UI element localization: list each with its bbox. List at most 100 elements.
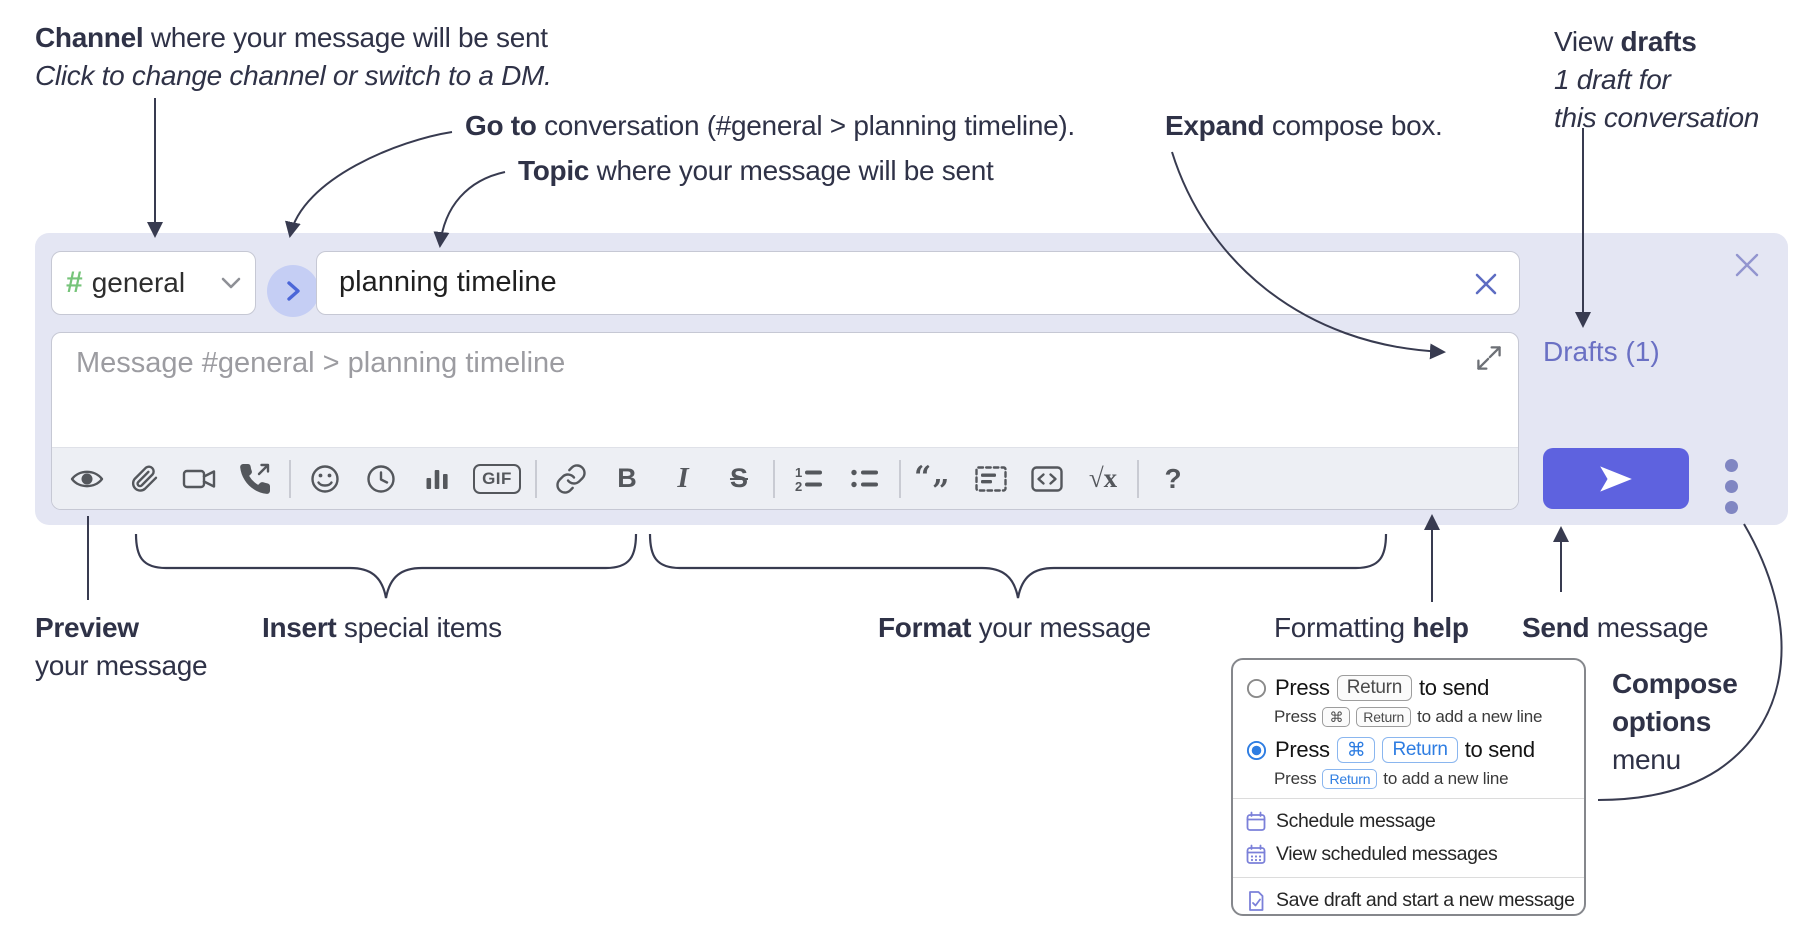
close-compose-button[interactable] <box>1732 250 1762 285</box>
annotation-formatting-help: Formatting help <box>1274 612 1469 643</box>
toolbar-divider <box>899 459 901 498</box>
toolbar-divider <box>773 459 775 498</box>
channel-selector[interactable]: # general <box>51 251 256 315</box>
kbd-return: Return <box>1356 707 1412 727</box>
ellipsis-dot <box>1725 459 1738 472</box>
annotation-drafts-line2: 1 draft for <box>1554 64 1671 95</box>
strikethrough-button[interactable]: S <box>711 463 767 494</box>
numbered-list-button[interactable]: 1 2 <box>781 461 837 497</box>
svg-text:1: 1 <box>795 465 802 480</box>
clear-topic-button[interactable] <box>1471 269 1501 304</box>
topic-input[interactable] <box>317 252 1439 312</box>
bar-chart-icon <box>426 469 448 489</box>
gif-icon: GIF <box>473 463 521 494</box>
compose-options-menu-button[interactable] <box>1725 459 1738 514</box>
channel-hash-icon: # <box>66 266 83 299</box>
close-icon <box>1475 273 1497 295</box>
menu-divider <box>1233 877 1584 878</box>
italic-button[interactable]: I <box>655 462 711 495</box>
send-shortcut-option-cmd-return-sub: Press Return to add a new line <box>1274 769 1509 789</box>
annotation-goto: Go to conversation (#general > planning … <box>465 110 1075 141</box>
eye-icon <box>70 470 104 487</box>
voice-call-button[interactable] <box>227 461 283 497</box>
clock-icon <box>367 464 395 493</box>
close-icon <box>1735 253 1759 277</box>
emoji-button[interactable] <box>297 461 353 497</box>
annotation-preview-line1: Preview <box>35 612 139 643</box>
calendar-dots-icon <box>1246 844 1266 864</box>
calendar-icon <box>1246 811 1266 831</box>
send-button[interactable] <box>1543 448 1689 509</box>
menu-divider <box>1233 798 1584 799</box>
toolbar-divider <box>289 459 291 498</box>
annotation-options-line1: Compose <box>1612 668 1738 699</box>
radio-unselected-icon <box>1246 678 1267 698</box>
svg-text:2: 2 <box>795 479 802 494</box>
kbd-return: Return <box>1336 675 1412 701</box>
video-call-button[interactable] <box>171 461 227 497</box>
spoiler-icon <box>975 465 1007 492</box>
numbered-list-icon: 1 2 <box>795 465 822 494</box>
poll-button[interactable] <box>409 461 465 497</box>
bold-button[interactable]: B <box>599 463 655 494</box>
kbd-cmd: ⌘ <box>1322 707 1351 727</box>
math-icon: √x <box>1088 463 1118 493</box>
math-button[interactable]: √x <box>1075 463 1131 494</box>
gif-button[interactable]: GIF <box>465 463 529 494</box>
message-input[interactable] <box>52 333 1456 442</box>
annotation-channel-line1: Channel where your message will be sent <box>35 22 548 53</box>
compose-box: # general <box>35 233 1788 525</box>
toolbar-divider <box>1137 459 1139 498</box>
annotation-format: Format your message <box>878 612 1151 643</box>
question-mark-icon: ? <box>1164 462 1182 494</box>
go-to-conversation-button[interactable] <box>267 265 319 317</box>
drafts-link[interactable]: Drafts (1) <box>1543 336 1660 367</box>
message-formatting-help-button[interactable]: ? <box>1145 463 1201 495</box>
annotation-insert: Insert special items <box>262 612 502 643</box>
annotation-options-line2: options <box>1612 706 1711 737</box>
video-camera-icon <box>182 469 216 488</box>
send-paper-plane-icon <box>1600 465 1632 492</box>
annotation-drafts-line1: View drafts <box>1554 26 1697 57</box>
annotation-topic: Topic where your message will be sent <box>518 155 994 186</box>
bulleted-list-icon <box>851 469 878 487</box>
spoiler-button[interactable] <box>963 461 1019 497</box>
message-box: GIF B I S 1 2 <box>51 332 1519 510</box>
code-icon <box>1031 465 1063 492</box>
smiley-icon <box>311 464 339 493</box>
bold-icon: B <box>617 463 637 493</box>
annotation-expand: Expand compose box. <box>1165 110 1443 141</box>
preview-button[interactable] <box>59 461 115 497</box>
kbd-cmd: ⌘ <box>1336 737 1376 763</box>
chevron-right-icon <box>287 281 300 301</box>
send-shortcut-option-return-sub: Press ⌘ Return to add a new line <box>1274 707 1543 727</box>
bulleted-list-button[interactable] <box>837 461 893 497</box>
strikethrough-icon: S <box>729 463 748 493</box>
quote-button[interactable]: “ ” <box>907 459 963 509</box>
topic-input-box <box>316 251 1520 315</box>
quote-icon: “ ” <box>914 459 950 509</box>
paperclip-icon <box>132 464 158 492</box>
global-time-button[interactable] <box>353 461 409 497</box>
expand-diagonal-icon <box>1477 346 1501 370</box>
expand-compose-button[interactable] <box>1474 343 1504 378</box>
save-draft-icon <box>1249 890 1264 911</box>
ellipsis-dot <box>1725 480 1738 493</box>
chevron-down-icon <box>221 277 241 288</box>
menu-item-view-scheduled-messages[interactable]: View scheduled messages <box>1233 838 1584 871</box>
annotation-preview-line2: your message <box>35 650 208 681</box>
link-button[interactable] <box>543 461 599 497</box>
annotation-channel-line2: Click to change channel or switch to a D… <box>35 60 552 91</box>
annotation-send: Send message <box>1522 612 1709 643</box>
code-button[interactable] <box>1019 461 1075 497</box>
attach-file-button[interactable] <box>115 461 171 497</box>
channel-name: general <box>91 267 186 298</box>
menu-item-schedule-message[interactable]: Schedule message <box>1233 805 1584 838</box>
annotation-drafts-line3: this conversation <box>1554 102 1760 133</box>
link-icon <box>556 463 586 494</box>
menu-item-save-draft-new-message[interactable]: Save draft and start a new message <box>1233 884 1584 917</box>
kbd-return: Return <box>1322 769 1378 789</box>
